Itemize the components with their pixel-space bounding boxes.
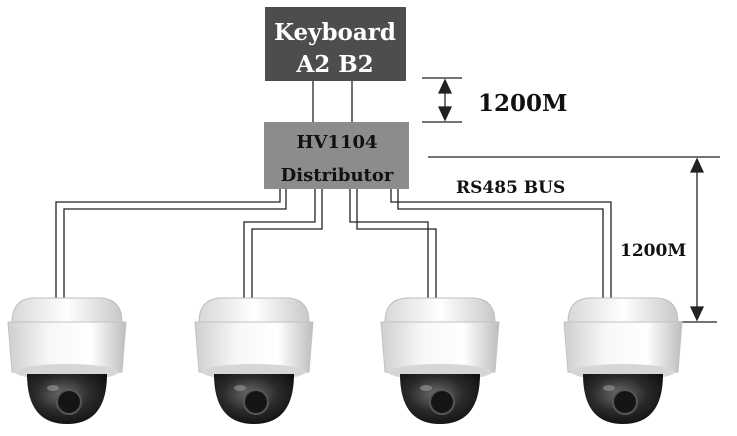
distributor-model: HV1104	[296, 132, 377, 153]
bus-wires	[55, 189, 612, 300]
keyboard-box: Keyboard A2 B2	[265, 7, 406, 81]
distributor-label: Distributor	[281, 165, 394, 186]
bus-label: RS485 BUS	[456, 178, 565, 198]
dome-camera-1	[7, 297, 127, 424]
distance-top-label: 1200M	[478, 90, 567, 117]
distributor-box: HV1104 Distributor	[264, 122, 409, 189]
dome-camera-3	[380, 297, 500, 424]
dome-camera-4	[563, 297, 683, 424]
dome-camera-2	[194, 297, 314, 424]
keyboard-title: Keyboard	[274, 19, 396, 46]
keyboard-ports: A2 B2	[295, 51, 373, 78]
distance-side-label: 1200M	[620, 241, 686, 261]
side-distance-indicator	[428, 156, 720, 323]
top-distance-indicator	[422, 77, 462, 123]
keyboard-wires	[312, 81, 353, 122]
